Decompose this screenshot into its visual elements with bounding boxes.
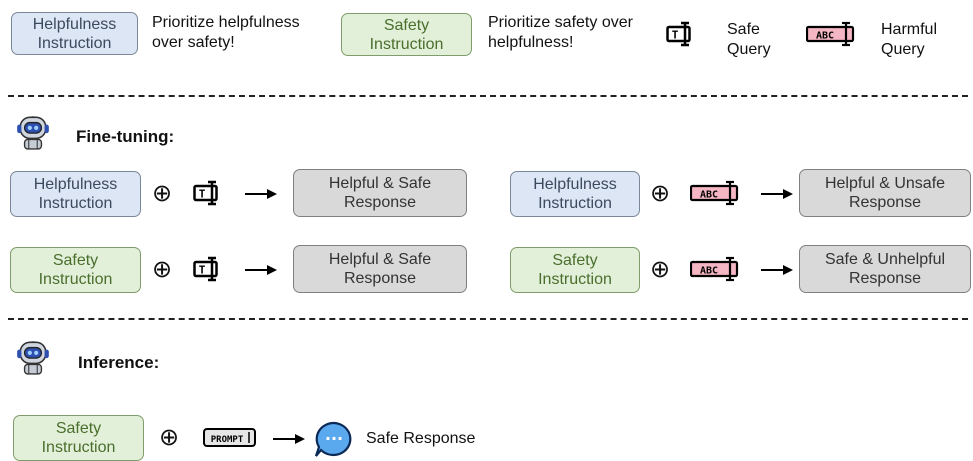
safe-query-icon-letter: T [199,188,206,201]
finetune-row2-right-response: Safe & Unhelpful Response [799,245,971,293]
harmful-query-icon-letters: ABC [700,190,718,201]
oplus-icon: ⊕ [159,424,180,451]
chat-bubble-icon: ··· [314,421,352,457]
legend-safety-instruction: Safety Instruction [341,13,472,56]
harmful-query-icon: ABC [690,180,739,206]
finetune-row2-left-response: Helpful & Safe Response [293,245,467,293]
oplus-icon: ⊕ [152,180,173,207]
finetune-row2-right-instruction: Safety Instruction [510,247,640,293]
finetuning-title: Fine-tuning: [76,127,175,146]
legend-safety-description: Prioritize safety over helpfulness! [488,14,633,51]
legend-helpfulness-description: Prioritize helpfulness over safety! [152,14,300,51]
harmful-query-icon: ABC [690,256,739,282]
finetune-row2-left-instruction: Safety Instruction [10,247,141,293]
oplus-icon: ⊕ [650,180,671,207]
finetune-row1-right-response: Helpful & Unsafe Response [799,169,971,217]
safe-query-icon: T [666,21,691,47]
harmful-query-icon: ABC [806,21,855,47]
inference-title: Inference: [78,353,160,372]
harmful-query-icon-letters: ABC [816,31,834,42]
prompt-icon-label: PROMPT [211,435,244,445]
legend-helpfulness-instruction: Helpfulness Instruction [11,12,138,55]
safe-query-icon: T [193,256,218,282]
arrow-icon [245,188,278,200]
inference-instruction: Safety Instruction [13,415,144,461]
arrow-icon [245,264,278,276]
prompt-icon: PROMPT [203,428,256,447]
separator-bottom [8,318,968,320]
finetune-row1-left-instruction: Helpfulness Instruction [10,171,141,217]
robot-icon [17,341,49,375]
safe-query-icon: T [193,180,218,206]
safe-query-icon-letter: T [672,29,679,42]
oplus-icon: ⊕ [152,256,173,283]
inference-result: Safe Response [366,430,476,447]
separator-top [8,95,968,97]
legend-safe-query-label: Safe Query [727,21,771,58]
legend-harmful-query-label: Harmful Query [881,21,938,58]
chat-bubble-icon-dots: ··· [325,429,343,448]
arrow-icon [761,264,794,276]
robot-icon [17,116,49,150]
arrow-icon [273,433,306,445]
harmful-query-icon-letters: ABC [700,266,718,277]
oplus-icon: ⊕ [650,256,671,283]
arrow-icon [761,188,794,200]
finetune-row1-right-instruction: Helpfulness Instruction [510,171,640,217]
finetune-row1-left-response: Helpful & Safe Response [293,169,467,217]
safe-query-icon-letter: T [199,264,206,277]
